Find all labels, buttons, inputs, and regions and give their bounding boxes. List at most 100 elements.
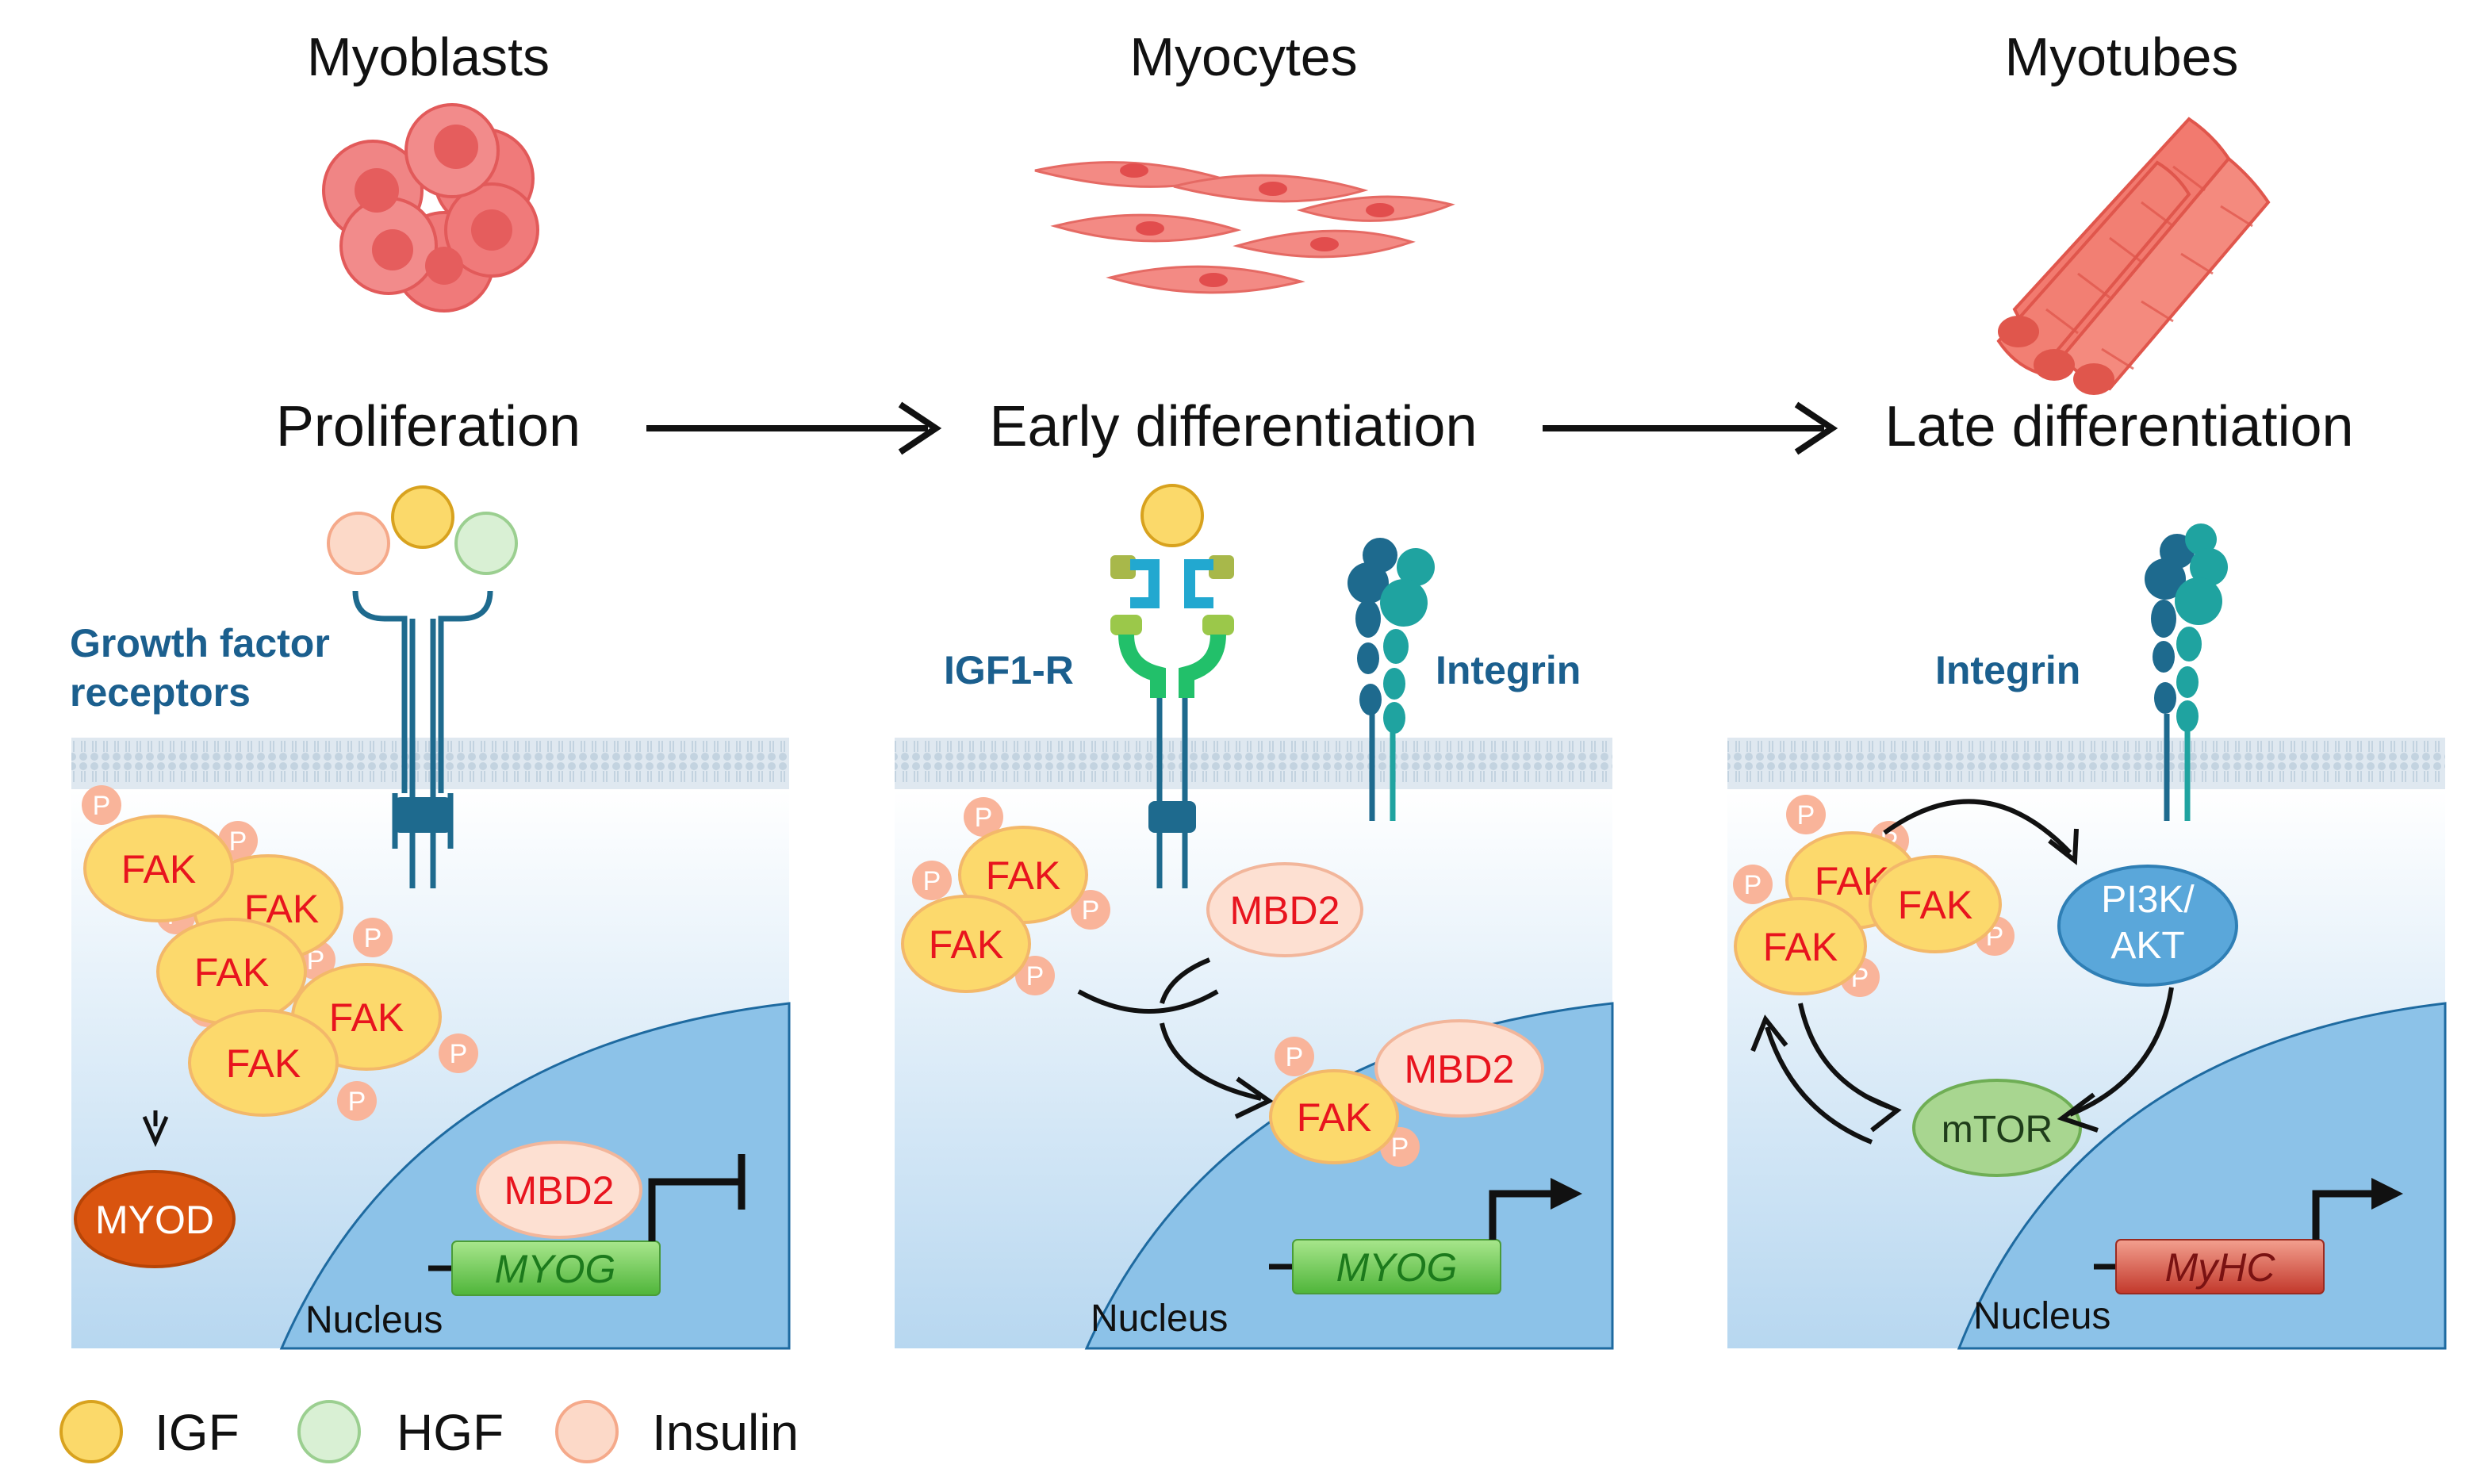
fak-protein: [901, 895, 1031, 993]
stage-title-myotubes: Myotubes: [2005, 27, 2239, 87]
phospho-site: [1275, 1037, 1314, 1076]
phospho-site: [82, 785, 121, 825]
myod-protein: [74, 1170, 236, 1268]
svg-text:P: P: [1082, 895, 1100, 926]
nucleus-label: Nucleus: [1091, 1298, 1228, 1340]
svg-text:P: P: [450, 1039, 468, 1069]
receptor-label-line2: receptors: [70, 670, 251, 715]
phospho-site: [353, 918, 393, 957]
panel-proliferation: Growth factor receptors P P P P P P P P …: [70, 485, 791, 1350]
myog-gene-label: MYOG: [495, 1247, 616, 1291]
integrin-label: Integrin: [1935, 648, 2080, 692]
akt-label: AKT: [2110, 925, 2184, 967]
complex-formation-arrow: [1077, 957, 1274, 1119]
myog-gene: [1292, 1239, 1501, 1294]
fak-protein: [188, 1009, 339, 1117]
svg-text:P: P: [975, 803, 993, 833]
igf-ligand: [391, 485, 454, 549]
phospho-site: [964, 797, 1003, 837]
fak-cluster: P P P P P P P P P FAK FAK FAK FAK: [82, 785, 478, 1121]
receptor-label-line1: Growth factor: [70, 621, 330, 665]
cell-membrane: [1727, 738, 2445, 789]
myog-gene: [451, 1241, 661, 1296]
mbd2-protein: [1374, 1019, 1544, 1118]
stage-title-myocytes: Myocytes: [1129, 27, 1357, 87]
myhc-gene-label: MyHC: [2165, 1245, 2276, 1290]
svg-text:P: P: [1391, 1133, 1409, 1163]
svg-text:P: P: [93, 791, 111, 821]
pi3k-label: PI3K/: [2101, 879, 2195, 921]
mbd2-protein: [1206, 862, 1363, 957]
igf1r-label: IGF1-R: [944, 648, 1074, 692]
svg-text:P: P: [1026, 961, 1045, 991]
pi3k-akt: [2057, 865, 2238, 987]
svg-text:P: P: [923, 866, 941, 896]
process-proliferation: Proliferation: [276, 395, 581, 458]
integrin-label: Integrin: [1436, 648, 1581, 692]
fak-mbd2-complex: MBD2 P P FAK: [1269, 1019, 1544, 1167]
svg-text:MBD2: MBD2: [1405, 1047, 1515, 1091]
myod-label: MYOD: [95, 1198, 214, 1242]
svg-text:FAK: FAK: [194, 950, 269, 995]
nucleus-label: Nucleus: [1973, 1295, 2110, 1337]
progression-arrow-1: [646, 401, 942, 455]
svg-text:P: P: [348, 1087, 366, 1117]
legend-igf-swatch: [59, 1400, 123, 1463]
fak-protein: [1869, 855, 2002, 953]
fak-protein: [83, 815, 234, 922]
growth-factor-receptor: [352, 590, 493, 888]
legend-insulin-label: Insulin: [652, 1404, 799, 1461]
mbd2-protein: [476, 1141, 642, 1239]
phospho-site: [1733, 865, 1773, 904]
nucleus-label: Nucleus: [305, 1299, 443, 1341]
myog-gene-label: MYOG: [1336, 1245, 1458, 1290]
progression-arrow-2: [1543, 401, 1838, 455]
phospho-site: [337, 1081, 377, 1121]
myhc-gene: [2115, 1239, 2325, 1294]
svg-text:FAK: FAK: [986, 853, 1060, 898]
igf-ligand: [1140, 484, 1204, 547]
insulin-ligand: [327, 512, 390, 575]
receptor-kinase-domain: [393, 797, 453, 833]
svg-text:FAK: FAK: [121, 847, 196, 892]
legend-hgf-swatch: [297, 1400, 361, 1463]
myoblast-cluster-illustration: [322, 103, 539, 313]
phospho-site: [439, 1033, 478, 1073]
myotubes-illustration: [1996, 117, 2271, 395]
phospho-site: [1015, 956, 1055, 995]
igf1-receptor: [1110, 555, 1234, 888]
integrin: [2145, 523, 2228, 821]
mtor-label: mTOR: [1942, 1109, 2053, 1151]
svg-text:FAK: FAK: [929, 922, 1003, 967]
svg-text:FAK: FAK: [329, 995, 404, 1040]
legend-hgf-label: HGF: [397, 1404, 504, 1461]
hgf-ligand: [454, 512, 518, 575]
cell-membrane: [895, 738, 1612, 789]
integrin: [1348, 538, 1435, 821]
svg-text:P: P: [307, 945, 325, 976]
svg-text:FAK: FAK: [1763, 925, 1838, 969]
svg-text:P: P: [1286, 1042, 1304, 1072]
mbd2-label: MBD2: [504, 1168, 615, 1213]
legend: IGF HGF Insulin: [59, 1400, 799, 1463]
phospho-site: [1786, 795, 1826, 834]
phospho-site: [912, 861, 952, 900]
legend-insulin-swatch: [555, 1400, 619, 1463]
myocytes-illustration: [1034, 161, 1455, 294]
svg-text:P: P: [1797, 800, 1815, 830]
stage-title-myoblasts: Myoblasts: [307, 27, 550, 87]
svg-text:FAK: FAK: [226, 1041, 301, 1086]
activation-arrow: [2312, 1190, 2387, 1240]
panel-early-differentiation: IGF1-R Integrin P P P P: [895, 484, 1614, 1350]
legend-igf-label: IGF: [155, 1404, 240, 1461]
phospho-site: [1071, 890, 1110, 930]
svg-text:P: P: [1744, 870, 1762, 900]
fak-cluster: P P P P P FAK FAK FAK: [1733, 795, 2015, 997]
svg-text:P: P: [364, 923, 382, 953]
svg-text:FAK: FAK: [1297, 1095, 1371, 1140]
activation-arrow: [1489, 1190, 1566, 1240]
signaling-arrows: [1750, 799, 2174, 1145]
fak-protein: [1734, 897, 1867, 995]
mbd2-label: MBD2: [1230, 888, 1340, 933]
